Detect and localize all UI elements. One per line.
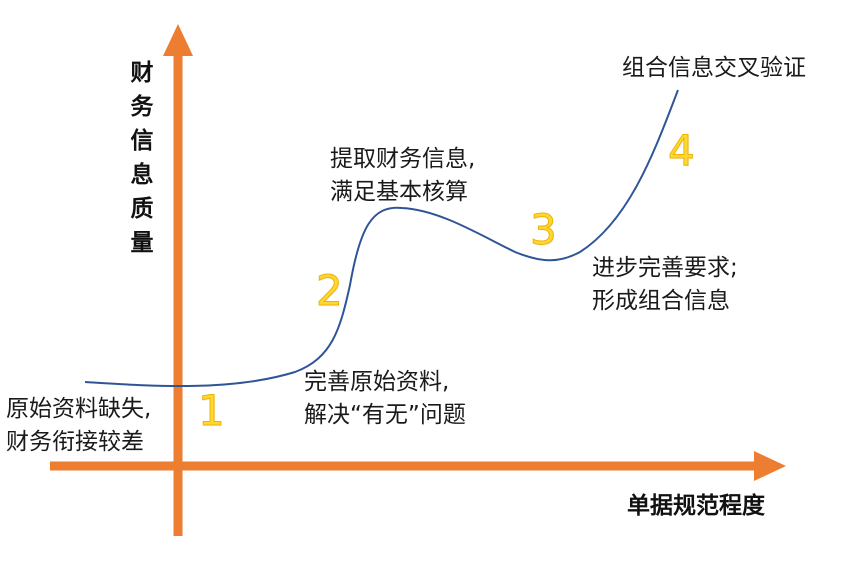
x-axis-arrowhead — [754, 451, 786, 481]
stage-1-line-2: 财务衔接较差 — [6, 429, 144, 455]
y-axis-label: 财务信息质量 — [130, 60, 154, 256]
stage-4-description: 进步完善要求; 形成组合信息 — [592, 252, 738, 318]
stage-2-line-1: 完善原始资料, — [304, 369, 450, 395]
top-label: 组合信息交叉验证 — [622, 55, 806, 81]
stage-1-number: 1 — [198, 386, 226, 435]
stage-3-number: 3 — [530, 205, 558, 254]
stage-2-number: 2 — [316, 266, 344, 315]
stage-1-line-1: 原始资料缺失, — [6, 396, 152, 422]
x-axis-label: 单据规范程度 — [627, 493, 765, 519]
stage-3-description: 提取财务信息, 满足基本核算 — [330, 143, 475, 209]
y-axis-arrowhead — [163, 24, 193, 56]
stage-1-description: 原始资料缺失, 财务衔接较差 — [6, 393, 151, 459]
stage-2-description: 完善原始资料, 解决“有无”问题 — [304, 366, 466, 432]
stage-2-line-2: 解决“有无”问题 — [304, 402, 466, 428]
stage-4-number: 4 — [668, 126, 696, 175]
quality-curve — [84, 89, 679, 388]
stage-3-line-1: 提取财务信息, — [330, 146, 476, 172]
stage-4-line-1: 进步完善要求; — [592, 255, 738, 281]
stage-4-line-2: 形成组合信息 — [592, 288, 730, 314]
stage-3-line-2: 满足基本核算 — [330, 179, 468, 205]
